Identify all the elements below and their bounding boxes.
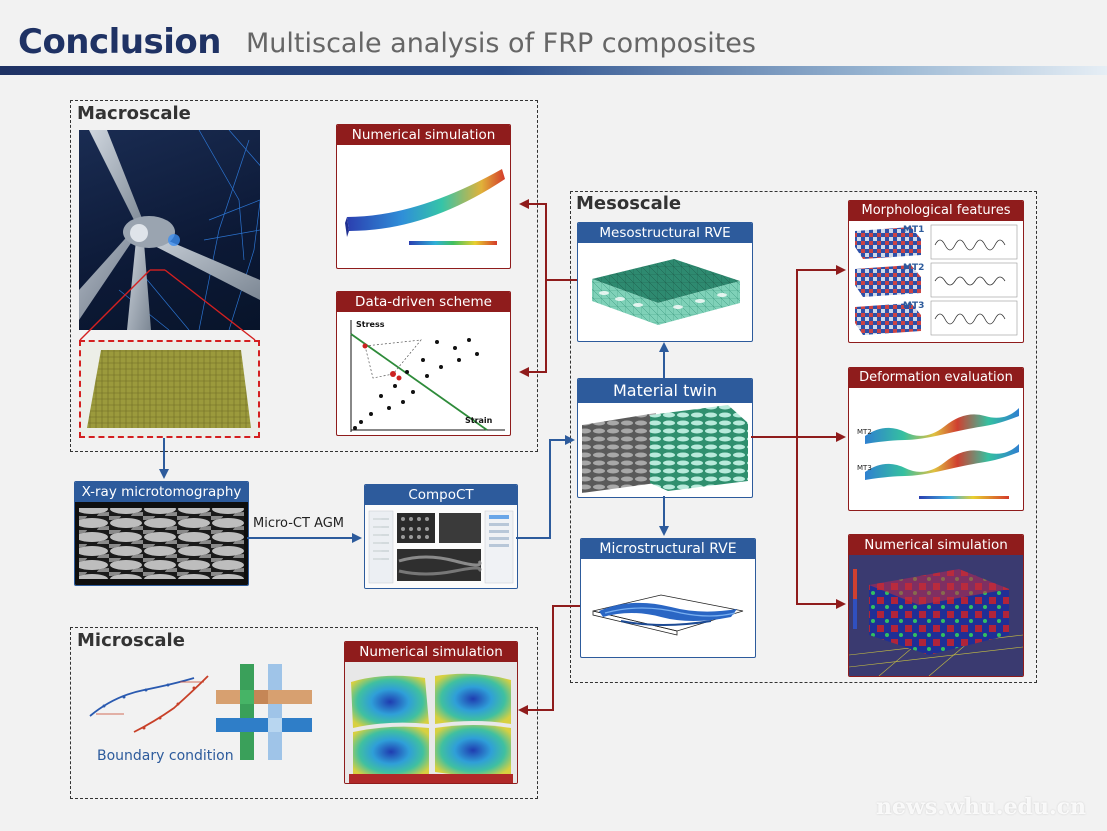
- microstructural-rve-header: Microstructural RVE: [581, 539, 755, 559]
- watermark: news.whu.edu.cn: [876, 794, 1086, 820]
- micro-ct-agm-label: Micro-CT AGM: [253, 516, 345, 531]
- data-driven-scheme-panel: Data-driven scheme Stress Strain: [336, 291, 511, 436]
- boundary-condition-label: Boundary condition: [97, 748, 234, 764]
- macro-numerical-simulation-panel: Numerical simulation: [336, 124, 511, 269]
- microscale-region: [70, 627, 538, 799]
- deformation-evaluation-header: Deformation evaluation: [849, 368, 1023, 388]
- deformation-evaluation-panel: Deformation evaluation MT2 MT3: [848, 367, 1024, 511]
- xray-microtomography-header: X-ray microtomography: [75, 482, 248, 502]
- xray-microtomography-panel: X-ray microtomography: [74, 481, 249, 586]
- meso-numerical-simulation-header: Numerical simulation: [849, 535, 1023, 555]
- stress-axis-label: Stress: [356, 320, 385, 329]
- meso-numerical-simulation-panel: Numerical simulation: [848, 534, 1024, 677]
- macroscale-label: Macroscale: [77, 103, 191, 124]
- strain-axis-label: Strain: [465, 416, 493, 425]
- macro-numerical-simulation-header: Numerical simulation: [337, 125, 510, 145]
- morphological-features-header: Morphological features: [849, 201, 1023, 221]
- header-rule: [0, 66, 1107, 75]
- zoom-lines: [79, 269, 256, 341]
- mesostructural-rve-header: Mesostructural RVE: [578, 223, 752, 243]
- material-twin-panel: Material twin: [577, 378, 753, 498]
- mesostructural-rve-panel: Mesostructural RVE: [577, 222, 753, 342]
- woven-unit-cell: [216, 664, 312, 760]
- data-driven-scheme-header: Data-driven scheme: [337, 292, 510, 312]
- boundary-condition-curves: [89, 675, 209, 733]
- compoct-header: CompoCT: [365, 485, 517, 505]
- morphological-features-panel: Morphological features MT1 MT2: [848, 200, 1024, 343]
- page-subtitle: Multiscale analysis of FRP composites: [246, 28, 756, 59]
- mt1-label: MT1: [903, 225, 925, 235]
- mesoscale-label: Mesoscale: [576, 193, 682, 214]
- mt2-label: MT2: [903, 263, 925, 273]
- def-mt2-label: MT2: [857, 428, 872, 436]
- page-title: Conclusion: [18, 22, 221, 62]
- microscale-label: Microscale: [77, 630, 185, 651]
- wind-turbine-image: [79, 130, 260, 330]
- micro-numerical-simulation-header: Numerical simulation: [345, 642, 517, 662]
- laminate-plate-image: [79, 340, 260, 438]
- material-twin-header: Material twin: [578, 379, 752, 403]
- mt3-label: MT3: [903, 301, 925, 311]
- macroscale-region: [70, 100, 538, 452]
- compoct-panel: CompoCT: [364, 484, 518, 589]
- def-mt3-label: MT3: [857, 464, 872, 472]
- microstructural-rve-panel: Microstructural RVE: [580, 538, 756, 658]
- micro-numerical-simulation-panel: Numerical simulation: [344, 641, 518, 784]
